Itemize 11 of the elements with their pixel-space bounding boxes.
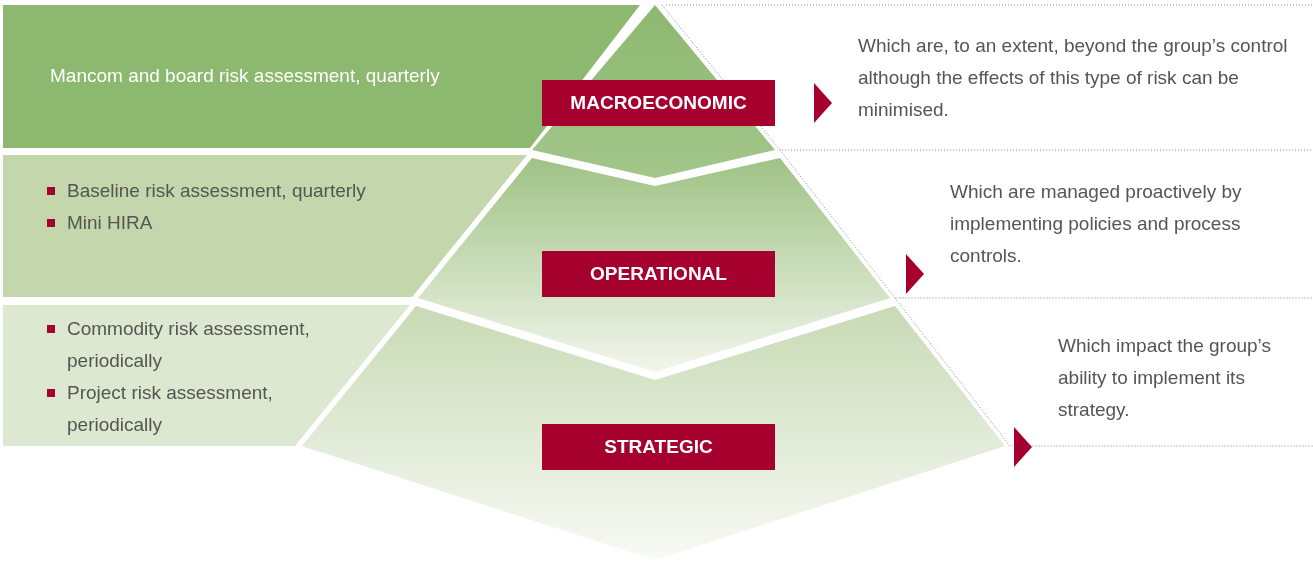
arrow	[875, 254, 925, 294]
bullet-item: Commodity risk assessment, periodically	[45, 313, 345, 377]
band-text: Mancom and board risk assessment, quarterly	[50, 64, 440, 88]
layer-label: STRATEGIC	[542, 424, 775, 470]
bullet-item: Mini HIRA	[45, 207, 366, 239]
description-text: Which impact the group’s ability to implement its strategy.	[1058, 334, 1272, 422]
layer-label: MACROECONOMIC	[542, 80, 775, 126]
bullet-item: Baseline risk assessment, quarterly	[45, 175, 366, 207]
layer-label: OPERATIONAL	[542, 251, 775, 297]
description-text: Which are, to an extent, beyond the group’s control although the effects of this type of risk can be minimised.	[858, 34, 1289, 122]
description-text: Which are managed proactively by implementing policies and process controls.	[950, 180, 1243, 268]
